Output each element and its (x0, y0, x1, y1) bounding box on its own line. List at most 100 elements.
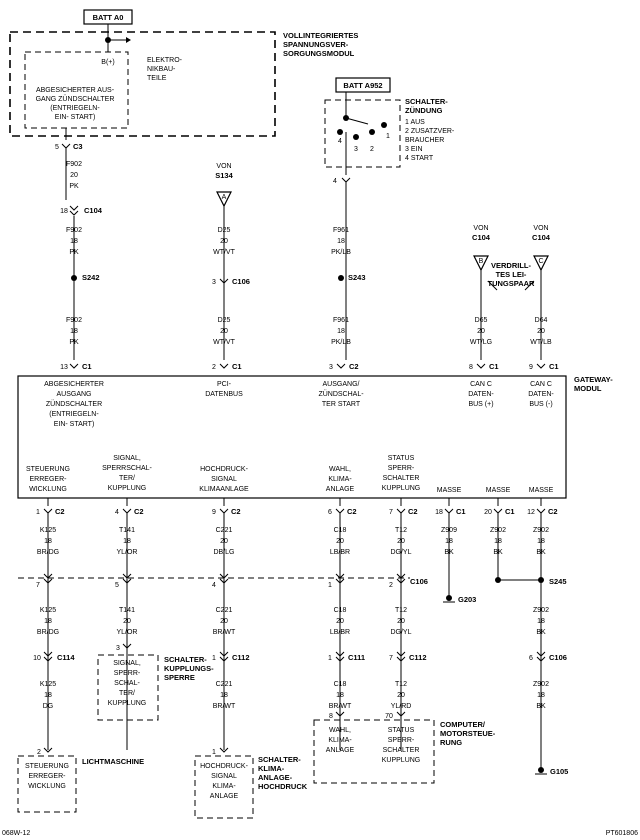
fused-output-label: GANG ZÜNDSCHALTER (36, 95, 115, 103)
connector-symbol (335, 508, 345, 514)
power-module-border (9, 31, 276, 137)
ignition-positions: 4 START (405, 155, 434, 162)
splice-s242 (71, 275, 77, 281)
ground-label: G105 (550, 767, 568, 776)
clutch-interlock-label: KUPPLUNG (108, 700, 147, 707)
gateway-bottom-label: STEUERUNG (26, 466, 70, 473)
von-label: VON (216, 163, 231, 170)
pin-label: 70 (385, 713, 393, 720)
footer-left: 068W-12 (2, 830, 30, 837)
c104-connector (69, 205, 79, 211)
contact-label: 4 (338, 138, 342, 145)
twisted-pair-label: TES LEI- (496, 270, 527, 279)
wire-label: T12 (395, 527, 407, 534)
wire-label: C221 (216, 607, 233, 614)
power-module-title: SORGUNGSMODUL (283, 49, 355, 58)
wire-label: 18 (44, 618, 52, 625)
ac-pressure-title: HOCHDRUCK (258, 782, 308, 791)
wire-label: 18 (445, 538, 453, 545)
wire-label: C221 (216, 527, 233, 534)
wire-label: YL/OR (116, 549, 137, 556)
wire-label: 18 (336, 692, 344, 699)
connector-label: C106 (549, 653, 567, 662)
pin-label: 1 (212, 655, 216, 662)
c106-connector (43, 578, 53, 584)
gateway-bottom-label: SCHALTER (383, 475, 420, 482)
wire-label: BK (536, 629, 546, 636)
wire-label: F902 (66, 317, 82, 324)
wire-label: DG (43, 703, 54, 710)
pin-label: 4 (115, 509, 119, 516)
gateway-module-title: GATEWAY- (574, 375, 613, 384)
gateway-bottom-label: SPERR- (388, 465, 415, 472)
reference-triangle (533, 255, 549, 272)
connector-label: C2 (349, 362, 359, 371)
wire-label: 18 (123, 538, 131, 545)
wire-label: 18 (70, 238, 78, 245)
fused-output-label: (ENTRIEGELN- (50, 105, 100, 112)
c111-connector (335, 656, 345, 662)
connector-label: C112 (232, 653, 250, 662)
c106-connector (536, 651, 546, 657)
c104-connector (69, 210, 79, 216)
twisted-pair-label: VERDRILL- (491, 261, 532, 270)
gateway-bottom-label: WAHL, (329, 466, 351, 473)
c106-connector (219, 578, 229, 584)
contact-dot (369, 129, 375, 135)
c106-connector (396, 573, 406, 579)
wire-label: Z902 (533, 681, 549, 688)
gateway-bottom-label: TER/ (119, 475, 135, 482)
wire-label: D65 (475, 317, 488, 324)
wire-label: 20 (397, 538, 405, 545)
reference-letter: B (479, 258, 484, 265)
gateway-bottom-label: HOCHDRUCK- (200, 466, 249, 473)
ignition-positions: 1 AUS (405, 119, 425, 126)
connector-label: C1 (82, 362, 92, 371)
connector-label: C2 (408, 507, 418, 516)
gateway-bottom-label: MASSE (486, 487, 511, 494)
gateway-top-label: ZÜNDSCHALTER (46, 400, 102, 408)
wire-label: 18 (337, 328, 345, 335)
connector-label: C2 (134, 507, 144, 516)
wire-label: 18 (537, 538, 545, 545)
connector-symbol (122, 643, 132, 649)
gateway-top-label: BUS (-) (529, 401, 552, 408)
ac-pressure-title: SCHALTER- (258, 755, 301, 764)
connector-symbol (122, 508, 132, 514)
wire-label: 20 (220, 238, 228, 245)
connector-symbol (536, 508, 546, 514)
wire-label: WT/VT (213, 339, 235, 346)
gateway-bottom-label: KLIMAANLAGE (199, 486, 249, 493)
connector-symbol (43, 508, 53, 514)
connector-symbol (493, 508, 503, 514)
pcm-title: RUNG (440, 738, 462, 747)
wire-label: YL/RD (391, 703, 412, 710)
pin-label: 3 (329, 364, 333, 371)
c106-connector (335, 573, 345, 579)
splice-s245 (538, 577, 544, 583)
gateway-bottom-label: STATUS (388, 455, 415, 462)
wire-label: 20 (70, 172, 78, 179)
wire-label: LB/BR (330, 629, 350, 636)
pcm-border (313, 719, 435, 784)
wire-label: F902 (66, 161, 82, 168)
reference-letter: A (222, 194, 227, 201)
power-module-title: VOLLINTEGRIERTES (283, 31, 358, 40)
gateway-bottom-label: SPERRSCHAL- (102, 465, 152, 472)
c1-connector (219, 363, 229, 369)
alternator-label: STEUERUNG (25, 763, 69, 770)
reference-letter: C (538, 258, 543, 265)
gateway-top-label: DATENBUS (205, 391, 243, 398)
wire-label: PK (69, 339, 79, 346)
von-label: VON (473, 225, 488, 232)
ignition-positions: 3 EIN (405, 146, 423, 153)
electronics-label: NIKBAU- (147, 66, 176, 73)
connector-label: C3 (73, 142, 83, 151)
reference-triangle (473, 255, 489, 272)
ground-g203 (446, 595, 452, 601)
wire-label: 18 (70, 328, 78, 335)
gateway-bottom-label: WICKLUNG (29, 486, 67, 493)
ignition-switch-title: ZÜNDUNG (405, 106, 443, 115)
gateway-bottom-label: SIGNAL (211, 476, 237, 483)
pcm-label: KUPPLUNG (382, 757, 421, 764)
